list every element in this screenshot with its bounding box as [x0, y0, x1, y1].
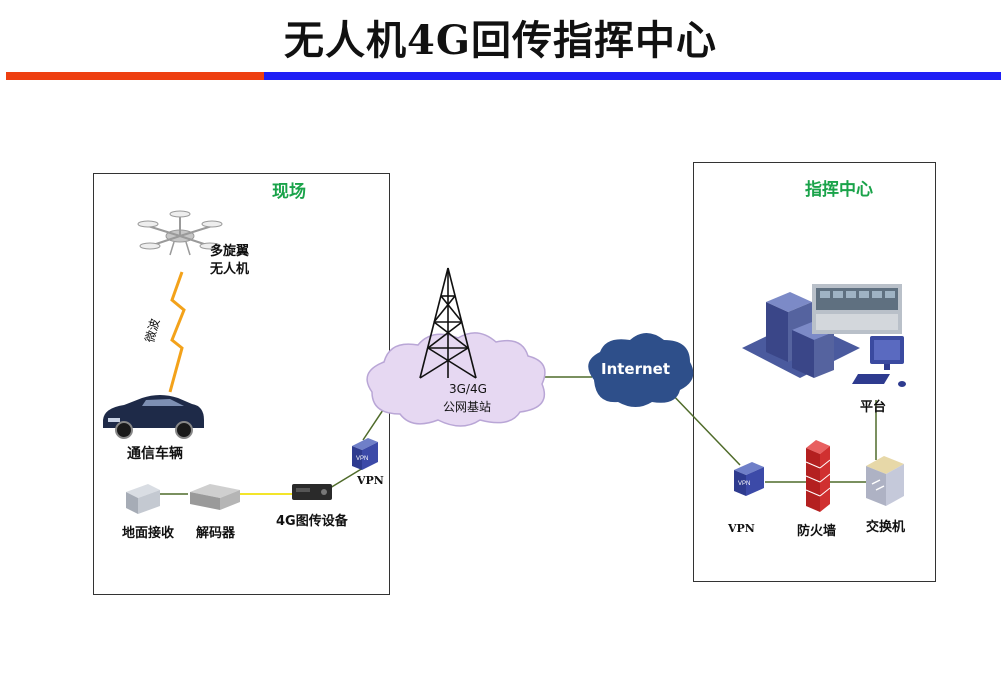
title-underline-blue — [264, 72, 1001, 80]
link-transmitter-to-vpn — [329, 467, 364, 489]
firewall-label: 防火墙 — [797, 524, 837, 539]
command-center-title: 指挥中心 — [805, 180, 873, 200]
uav-label-line2: 无人机 — [210, 262, 250, 277]
vehicle-icon — [103, 395, 204, 439]
tower-label-line1: 3G/4G — [449, 382, 487, 396]
ground-receiver-label: 地面接收 — [122, 526, 175, 541]
microwave-link-icon — [168, 271, 186, 393]
transmitter-label: 4G图传设备 — [276, 514, 348, 529]
page-title: 无人机4G回传指挥中心 — [284, 17, 717, 64]
field-site-title: 现场 — [272, 182, 306, 202]
drone-icon — [137, 210, 223, 256]
tower-label-line2: 公网基站 — [443, 400, 492, 414]
cell-tower-icon — [419, 267, 477, 379]
platform-computer-icon — [852, 336, 906, 387]
svg-text:VPN: VPN — [356, 456, 368, 462]
uav-label-line1: 多旋翼 — [210, 244, 250, 259]
vpn-left-label: VPN — [357, 474, 384, 487]
vpn-right-label: VPN — [728, 522, 755, 535]
internet-label: Internet — [601, 360, 671, 378]
switch-icon — [866, 456, 904, 506]
svg-text:VPN: VPN — [738, 481, 750, 487]
decoder-icon — [190, 484, 240, 510]
vpn-device-left-icon: VPN — [352, 438, 378, 470]
public-network-cloud-icon — [366, 332, 546, 427]
platform-label: 平台 — [860, 400, 887, 415]
monitoring-wall-image — [812, 284, 902, 334]
vehicle-label: 通信车辆 — [127, 446, 183, 462]
link-internet-to-vpn — [667, 389, 741, 466]
ground-receiver-icon — [126, 484, 160, 514]
command-building-icon — [742, 292, 860, 378]
title-underline-red — [6, 72, 264, 80]
vpn-device-right-icon: VPN — [734, 462, 764, 496]
decoder-label: 解码器 — [196, 526, 236, 541]
transmitter-device-icon — [292, 484, 332, 500]
internet-cloud-icon — [588, 333, 694, 407]
switch-label: 交换机 — [866, 520, 906, 535]
firewall-icon — [805, 440, 831, 512]
